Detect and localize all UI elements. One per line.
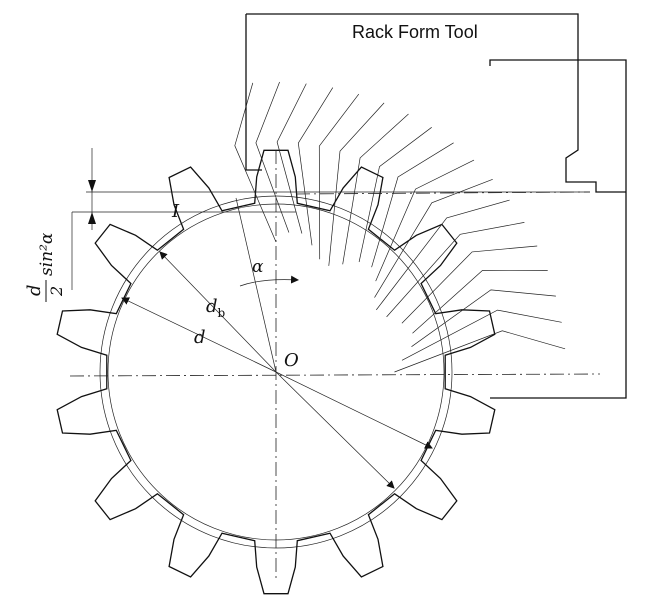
alpha-arc xyxy=(239,275,299,287)
envelope-line xyxy=(255,81,290,233)
radius-line-db xyxy=(159,251,277,373)
label-I: I xyxy=(171,201,180,222)
formula-denominator: 2 xyxy=(47,286,66,297)
envelope-line xyxy=(401,309,562,361)
horizontal-center-line xyxy=(69,373,601,377)
envelope-line xyxy=(234,82,277,243)
envelope-line xyxy=(342,113,409,265)
envelope-line xyxy=(394,330,566,373)
envelope-line xyxy=(386,222,525,318)
dim-arrow-bottom xyxy=(88,212,96,224)
envelope-line xyxy=(411,289,556,347)
envelope-line xyxy=(328,102,385,266)
envelope-line xyxy=(371,142,454,268)
envelope-line xyxy=(358,127,432,263)
envelope-line xyxy=(376,199,510,311)
pitch-line-ext xyxy=(295,191,591,195)
envelope-line xyxy=(375,159,475,282)
envelope-line xyxy=(374,178,493,298)
formula-tail: sin²α xyxy=(37,232,57,276)
formula-numerator: d xyxy=(24,284,45,296)
envelope-line xyxy=(401,245,538,324)
label-O: O xyxy=(284,350,299,371)
dim-arrow-top xyxy=(88,180,96,192)
label-d: d xyxy=(194,327,206,348)
radius-line-right xyxy=(275,371,433,449)
pressure-line xyxy=(235,197,277,373)
radius-line-lower xyxy=(275,371,395,489)
label-alpha: α xyxy=(252,257,264,277)
envelope-line xyxy=(318,93,360,260)
envelope-line xyxy=(297,87,334,246)
label-db: db xyxy=(206,296,226,320)
envelope-line xyxy=(412,270,548,334)
envelope-line xyxy=(276,83,307,234)
tool-envelope-lines xyxy=(234,81,566,373)
side-formula: d 2 sin²α xyxy=(24,232,66,302)
radius-line-d xyxy=(121,297,277,373)
rack-tool-label: Rack Form Tool xyxy=(352,22,478,42)
rack-tool-outline xyxy=(245,13,627,399)
